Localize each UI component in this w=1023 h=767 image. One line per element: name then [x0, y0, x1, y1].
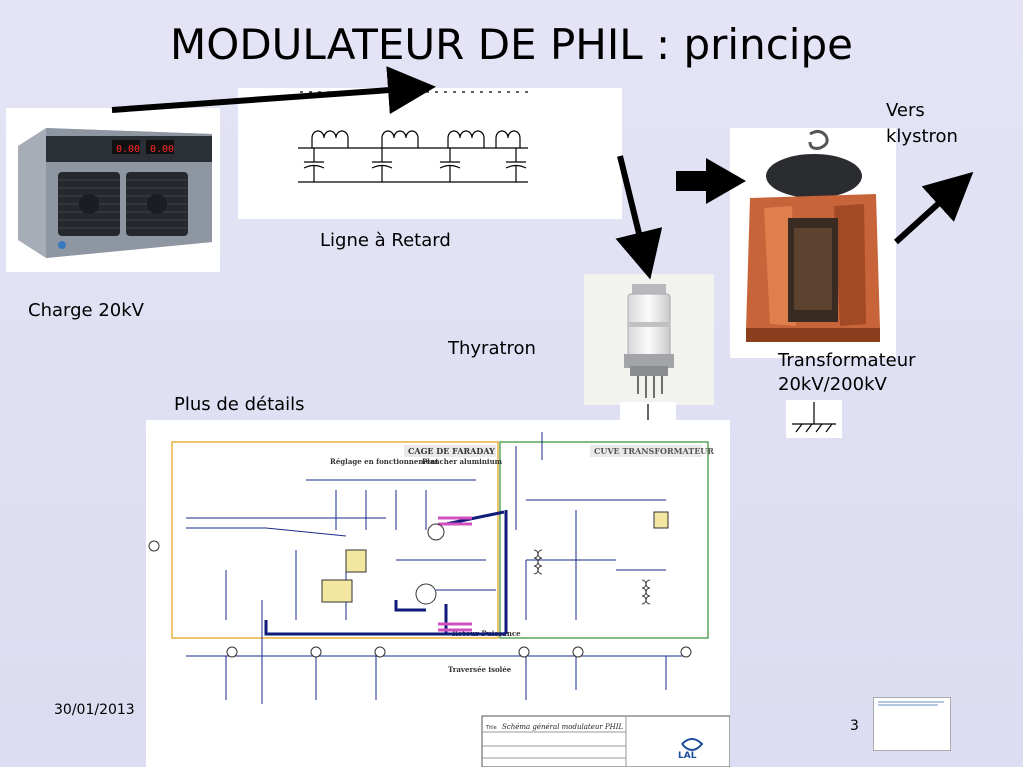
- left-display: 0.00: [116, 144, 140, 155]
- lal-logo: LAL: [678, 751, 697, 761]
- transformateur-label: Transformateur: [778, 350, 916, 371]
- arrow-line-to-thyratron: [615, 155, 663, 280]
- klystron-label: klystron: [886, 126, 958, 147]
- charge-label: Charge 20kV: [28, 300, 144, 321]
- sheet-title-label: Title: [485, 725, 497, 731]
- slide-date: 30/01/2013: [54, 702, 135, 718]
- plus-details-label: Plus de détails: [174, 394, 305, 415]
- ground-symbol-right: [786, 400, 842, 438]
- slide-page-number: 3: [850, 718, 859, 734]
- slide-thumbnail: [873, 697, 951, 751]
- plancher-label: Plancher aluminium: [422, 457, 503, 466]
- arrow-to-klystron: [893, 171, 974, 245]
- slide-title: MODULATEUR DE PHIL : principe: [170, 20, 853, 69]
- reglage-label: Réglage en fonctionnement: [330, 457, 439, 466]
- traversee-label: Traversée isolée: [448, 665, 512, 674]
- sheet-title: Schéma général modulateur PHIL: [502, 723, 624, 731]
- detailed-schematic: CAGE DE FARADAY CUVE TRANSFORMATEUR Régl…: [146, 420, 730, 767]
- cuve-transformateur-label: CUVE TRANSFORMATEUR: [594, 446, 714, 456]
- delay-line-label: Ligne à Retard: [320, 230, 451, 251]
- vers-label: Vers: [886, 100, 925, 121]
- delay-line-schematic: [238, 88, 622, 219]
- power-supply-photo: 0.00 0.00: [6, 108, 220, 272]
- thyratron-label: Thyratron: [448, 338, 536, 359]
- right-display: 0.00: [150, 144, 174, 155]
- transformateur-rating-label: 20kV/200kV: [778, 374, 887, 395]
- transformer-photo: [730, 128, 896, 358]
- thyratron-photo: [584, 274, 714, 405]
- cage-faraday-label: CAGE DE FARADAY: [408, 446, 495, 456]
